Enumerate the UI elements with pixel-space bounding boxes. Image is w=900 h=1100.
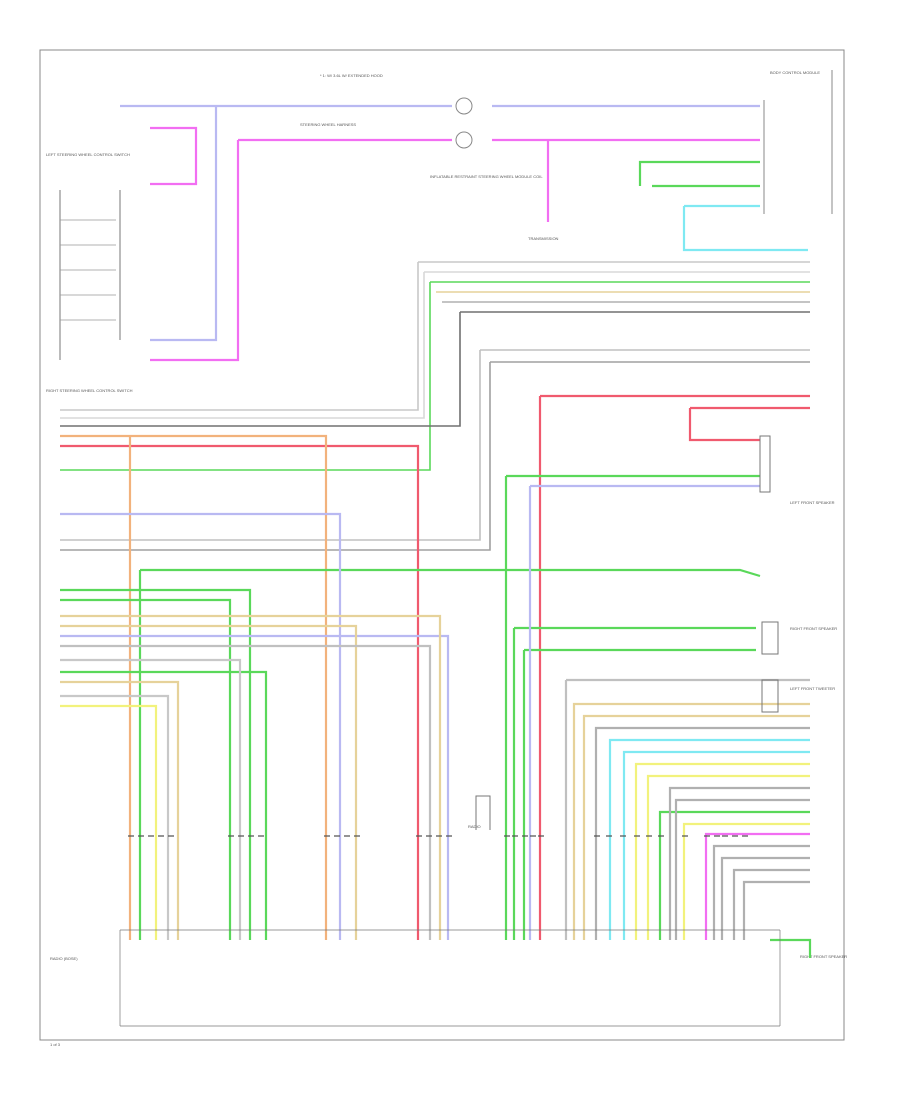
wire-blue-drop (150, 106, 218, 342)
diagram-border (39, 49, 845, 1041)
label-right-front-speaker: RIGHT FRONT SPEAKER (790, 626, 837, 631)
diagram-header: * 1: W/ 3.6L W/ EXTENDED HOOD (320, 73, 383, 78)
wire-gray-mid (60, 644, 810, 940)
wire-gray-right (594, 726, 810, 940)
wire-green-final (770, 938, 812, 958)
top-right-connector (763, 70, 833, 214)
wire-red-3 (688, 406, 810, 442)
wire-red-2 (60, 444, 420, 940)
wire-orange (60, 434, 328, 940)
wire-green-6 (60, 670, 268, 940)
label-right-steering-switch: RIGHT STEERING WHEEL CONTROL SWITCH (46, 388, 133, 393)
left-front-speaker-connector (759, 435, 771, 493)
label-left-steering-switch: LEFT STEERING WHEEL CONTROL SWITCH (46, 152, 130, 157)
label-bottom-left-block: RADIO (BOSE) (50, 956, 78, 961)
wire-tan-2 (60, 624, 358, 940)
wire-green-5 (522, 648, 756, 940)
clock-spring-symbol (455, 97, 473, 115)
wire-green-3 (504, 474, 760, 940)
wire-yellow-right (634, 762, 810, 940)
wire-blue-right (528, 484, 760, 940)
wire-tan-right (572, 702, 810, 940)
wire-green-4 (512, 626, 756, 940)
label-steering-wheel-harness: STEERING WHEEL HARNESS (300, 122, 356, 127)
wire-gray-left (60, 658, 242, 940)
wire-pink-left (150, 126, 198, 186)
label-top-right-module: BODY CONTROL MODULE (770, 70, 820, 75)
wire-cyan-right (608, 738, 810, 940)
right-front-speaker-symbol (761, 621, 779, 655)
label-bottom-right-block: RIGHT FRONT SPEAKER (800, 954, 847, 959)
wire-tan-3 (60, 680, 180, 940)
center-block-bracket (475, 795, 491, 830)
wire-pink-right (704, 832, 810, 940)
label-left-front-tweeter: LEFT FRONT TWEETER (790, 686, 835, 691)
label-center-block: RADIO (468, 824, 481, 829)
label-left-front-speaker: LEFT FRONT SPEAKER (790, 500, 835, 505)
wire-green-right (658, 810, 810, 940)
wire-pink-drop (150, 140, 240, 362)
wire-green-top (638, 160, 760, 186)
bottom-connector-row (119, 929, 781, 1027)
wire-cyan-top (682, 204, 808, 252)
wire-blue-mid2 (60, 634, 450, 940)
clock-spring-symbol-2 (455, 131, 473, 149)
left-front-tweeter-symbol (761, 679, 779, 713)
diagram-footer: 1 of 3 (50, 1042, 61, 1047)
wire-blue-mid (60, 512, 342, 940)
label-clock-spring: INFLATABLE RESTRAINT STEERING WHEEL MODU… (430, 174, 543, 179)
wire-yellow-1 (60, 704, 158, 940)
gray-harness-upper (60, 261, 810, 551)
label-transmission: TRANSMISSION (528, 236, 559, 241)
wire-tan-1 (60, 614, 442, 940)
switch-contacts (60, 219, 116, 321)
wire-green-2 (60, 588, 252, 940)
switch-ladder (59, 190, 121, 360)
